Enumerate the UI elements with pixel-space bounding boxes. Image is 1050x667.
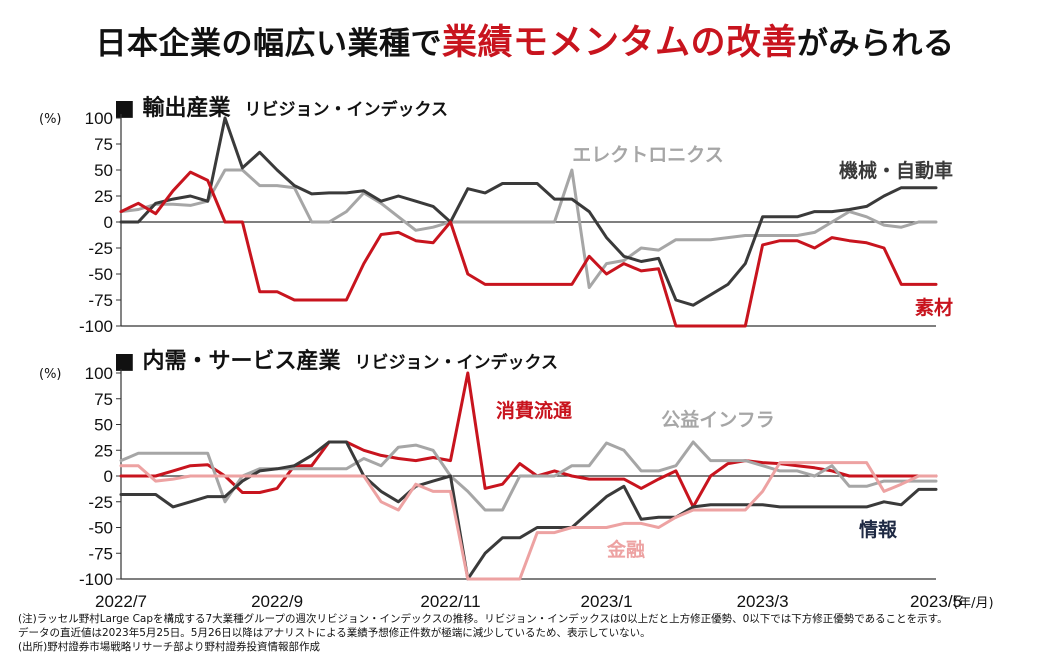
export-series-label-0: エレクトロニクス bbox=[572, 144, 723, 166]
domestic-ytick-label: 75 bbox=[94, 390, 113, 409]
export-ytick-label: 25 bbox=[94, 187, 113, 206]
domestic-heading-sublabel: リビジョン・インデックス bbox=[354, 353, 558, 373]
domestic-xtick-label: 2022/11 bbox=[420, 592, 480, 611]
export-ytick-label: 75 bbox=[94, 135, 113, 154]
export-heading-label: ■ 輸出産業 bbox=[114, 96, 231, 121]
export-series-line-2 bbox=[119, 170, 938, 328]
export-ytick-label: -25 bbox=[88, 239, 113, 258]
export-series-line-1 bbox=[119, 116, 938, 307]
domestic-series-label-1: 公益インフラ bbox=[661, 408, 774, 431]
footnote-2: データの直近値は2023年5月25日。5月26日以降はアナリストによる業績予想修… bbox=[18, 627, 651, 639]
export-series-label-1: 機械・自動車 bbox=[839, 159, 953, 182]
footnote-1: (注)ラッセル野村Large Capを構成する7大業種グループの週次リビジョン・… bbox=[18, 613, 948, 625]
domestic-series-label-0: 消費流通 bbox=[496, 399, 573, 422]
domestic-ytick-label: 100 bbox=[85, 364, 113, 383]
domestic-xtick-label: 2023/5 bbox=[910, 592, 962, 611]
domestic-ytick-label: -75 bbox=[88, 544, 113, 563]
export-heading-sublabel: リビジョン・インデックス bbox=[244, 100, 448, 120]
domestic-ytick-label: 25 bbox=[94, 441, 113, 460]
domestic-series-line-0 bbox=[119, 371, 938, 509]
export-ytick-label: -75 bbox=[88, 291, 113, 310]
export-ytick-label: 0 bbox=[104, 213, 113, 232]
title-highlight: 業績モメンタムの改善 bbox=[441, 23, 797, 63]
export-ytick-label: -50 bbox=[88, 265, 113, 284]
domestic-series-line-3 bbox=[119, 461, 938, 581]
export-ytick-label: -100 bbox=[79, 317, 113, 336]
domestic-series-line-1 bbox=[119, 440, 938, 512]
title-part2: がみられる bbox=[797, 26, 955, 62]
export-section-heading: ■ 輸出産業リビジョン・インデックス bbox=[114, 90, 448, 122]
domestic-heading-label: ■ 内需・サービス産業 bbox=[114, 349, 341, 374]
domestic-section-heading: ■ 内需・サービス産業リビジョン・インデックス bbox=[114, 343, 558, 375]
domestic-xtick-label: 2023/3 bbox=[737, 592, 789, 611]
export-ytick-label: 50 bbox=[94, 161, 113, 180]
export-ytick-label: 100 bbox=[85, 109, 113, 128]
domestic-xtick-label: 2022/9 bbox=[251, 592, 303, 611]
domestic-xtick-label: 2023/1 bbox=[581, 592, 633, 611]
domestic-series-label-3: 金融 bbox=[606, 538, 645, 561]
export-series-line-0 bbox=[119, 168, 938, 289]
domestic-y-unit: (%) bbox=[39, 367, 62, 382]
domestic-series-line-2 bbox=[119, 440, 938, 581]
title-part1: 日本企業の幅広い業種で bbox=[95, 26, 442, 62]
export-series-label-2: 素材 bbox=[915, 296, 953, 319]
domestic-ytick-label: -50 bbox=[88, 519, 113, 538]
footnotes: (注)ラッセル野村Large Capを構成する7大業種グループの週次リビジョン・… bbox=[18, 612, 1038, 654]
domestic-xtick-label: 2022/7 bbox=[95, 592, 147, 611]
domestic-ytick-label: -100 bbox=[79, 570, 113, 589]
domestic-ytick-label: 0 bbox=[104, 467, 113, 486]
page-title: 日本企業の幅広い業種で業績モメンタムの改善がみられる bbox=[0, 14, 1050, 65]
export-y-unit: (%) bbox=[39, 112, 62, 127]
footnote-3: (出所)野村證券市場戦略リサーチ部より野村證券投資情報部作成 bbox=[18, 641, 320, 653]
domestic-ytick-label: -25 bbox=[88, 493, 113, 512]
domestic-x-unit: (年/月) bbox=[953, 596, 994, 611]
domestic-series-label-2: 情報 bbox=[859, 518, 898, 541]
domestic-ytick-label: 50 bbox=[94, 416, 113, 435]
